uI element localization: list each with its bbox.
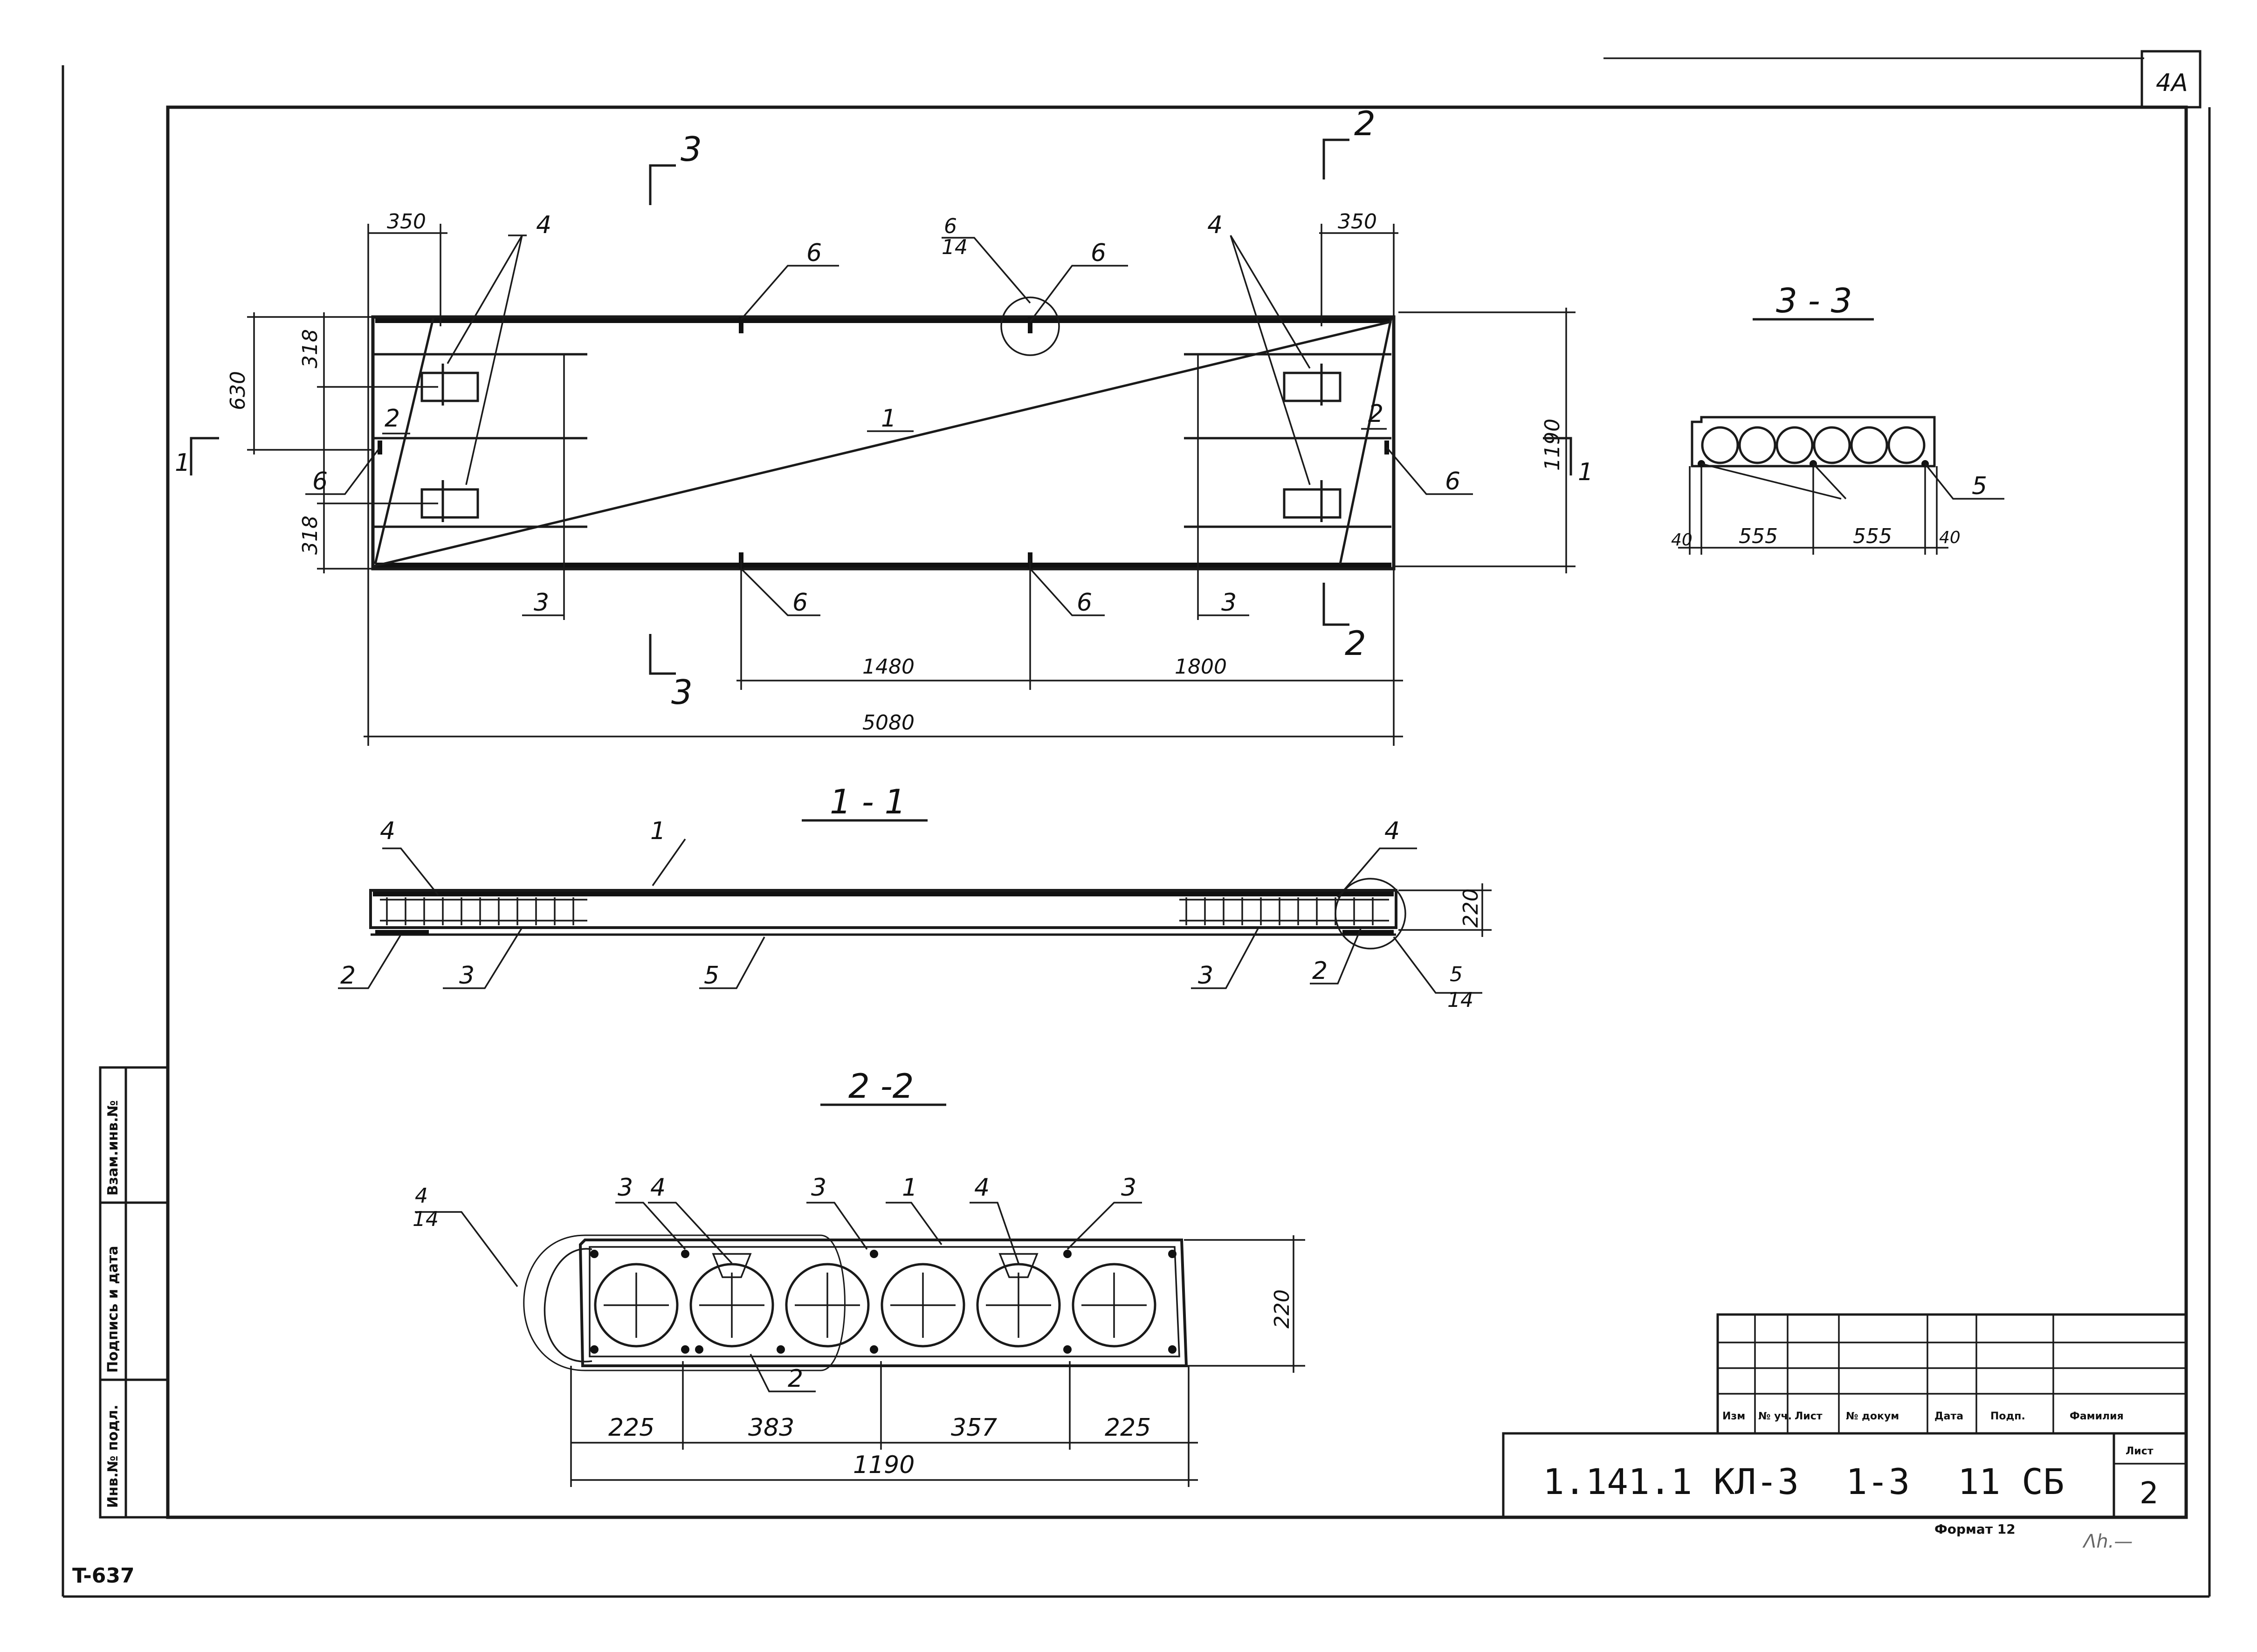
section-1-1-pos-5: 5 (704, 962, 719, 990)
sheet-frame: 4A (62, 50, 2211, 1598)
section-2-2-callout-den: 14 (413, 1207, 439, 1231)
tb-doc-code: 11 СБ (1958, 1461, 2064, 1502)
plan-dim-1480: 1480 (862, 655, 915, 679)
section-3-3-dim-555-right: 555 (1853, 524, 1892, 548)
section-1-1-pos-4-left: 4 (380, 817, 395, 845)
plan-cut-1-left: 1 (175, 449, 190, 477)
plan-pos-3-left: 3 (534, 589, 549, 617)
section-2-2-dim-383: 383 (748, 1414, 794, 1442)
section-3-3-dim-40-right: 40 (1939, 528, 1961, 547)
plan-dim-350-left: 350 (387, 210, 426, 234)
section-1-1: 1 - 1 (338, 782, 1492, 1012)
tb-designation: 1.141.1 КЛ-3 (1543, 1461, 1799, 1502)
section-1-1-pos-3-left: 3 (459, 962, 475, 990)
section-2-2-dim-1190: 1190 (853, 1451, 915, 1479)
section-2-2-pos-2: 2 (788, 1365, 803, 1393)
section-1-1-cage-left (375, 897, 587, 935)
tb-sheet-range: 1-3 (1846, 1461, 1910, 1502)
section-3-3-dim-40-left: 40 (1671, 530, 1693, 550)
plan-pos-6-b: 6 (1091, 239, 1106, 267)
section-2-2-rebar (590, 1250, 1177, 1354)
tb-sheet-number: 2 (2140, 1476, 2159, 1511)
tb-header-data: Дата (1934, 1411, 1963, 1422)
sheet-corner-number: 4A (2156, 69, 2188, 97)
plan-cut-3-bottom: 3 (671, 673, 693, 712)
side-stamp-3: Инв.№ подл. (105, 1404, 121, 1508)
section-1-1-pos-2-left: 2 (340, 962, 356, 990)
section-2-2-pos-1: 1 (902, 1174, 917, 1202)
section-2-2-pos-4-a: 4 (650, 1174, 666, 1202)
section-3-3-title: 3 - 3 (1776, 281, 1852, 320)
plan-pos-6-e: 6 (312, 468, 328, 496)
section-2-2-dim-357: 357 (951, 1414, 997, 1442)
plan-pos-2-right: 2 (1368, 400, 1383, 428)
plan-dim-630: 630 (226, 371, 250, 410)
section-1-1-callout-num: 5 (1450, 963, 1463, 986)
section-2-2-dim-220: 220 (1270, 1289, 1294, 1328)
plan-cut-2-top: 2 (1354, 104, 1376, 143)
plan-pos-2-left: 2 (385, 405, 400, 433)
plan-pos-1: 1 (881, 405, 896, 433)
signature-mark: Ʌh.— (2082, 1531, 2133, 1552)
section-2-2-title: 2 -2 (848, 1067, 914, 1106)
plan-cut-2-bottom: 2 (1345, 624, 1366, 663)
plan-pos-6-c: 6 (792, 589, 808, 617)
section-3-3-cores (1701, 426, 1926, 464)
format-label: Формат 12 (1934, 1521, 2016, 1537)
section-3-3: 3 - 3 5 40 555 555 40 (1671, 281, 2004, 555)
tb-header-izm: Изм (1722, 1411, 1745, 1422)
section-1-1-callout-den: 14 (1447, 988, 1473, 1012)
plan-pos-6-a: 6 (806, 239, 822, 267)
section-2-2: 2 -2 (413, 1067, 1305, 1487)
section-2-2-pos-4-b: 4 (974, 1174, 990, 1202)
section-1-1-pos-4-right: 4 (1384, 817, 1400, 845)
section-2-2-dim-225-left: 225 (608, 1414, 654, 1442)
section-2-2-callout-num: 4 (415, 1184, 428, 1208)
side-stamp-1: Взам.инв.№ (105, 1100, 121, 1196)
section-2-2-pos-3-a: 3 (618, 1174, 633, 1202)
plan-pos-6-d: 6 (1077, 589, 1092, 617)
section-1-1-title: 1 - 1 (830, 782, 906, 821)
section-1-1-cage-right (1179, 897, 1394, 935)
section-1-1-dim-220: 220 (1459, 888, 1483, 928)
tb-header-podp: Подп. (1990, 1411, 2025, 1422)
stamp-code: T-637 (72, 1564, 135, 1588)
section-3-3-pos-5: 5 (1972, 472, 1987, 500)
plan-callout-den: 14 (942, 235, 968, 259)
section-1-1-pos-2-right: 2 (1312, 957, 1328, 985)
section-3-3-dim-555-left: 555 (1739, 524, 1778, 548)
tb-header-familiya: Фамилия (2070, 1411, 2124, 1422)
plan-dim-1800: 1800 (1175, 655, 1227, 679)
plan-dim-318-bottom: 318 (298, 516, 322, 555)
section-2-2-cores (594, 1263, 1156, 1348)
plan-dim-1190: 1190 (1541, 419, 1564, 471)
plan-cut-3-top: 3 (681, 130, 702, 169)
plan-pos-3-right: 3 (1221, 589, 1237, 617)
plan-callout-num: 6 (944, 214, 957, 238)
plan-dim-350-right: 350 (1338, 210, 1377, 234)
tb-header-list: Лист (1795, 1411, 1823, 1422)
tb-header-nuch: № уч. (1758, 1411, 1792, 1422)
tb-sheet-label: Лист (2126, 1446, 2154, 1457)
side-stamp-2: Подпись и дата (105, 1246, 121, 1373)
section-1-1-pos-3-right: 3 (1198, 962, 1213, 990)
plan-pos-4-left: 4 (536, 211, 551, 239)
title-block: Изм № уч. Лист № докум Дата Подп. Фамили… (1502, 1313, 2188, 1552)
plan-pos-4-right: 4 (1207, 211, 1223, 239)
side-stamp: Взам.инв.№ Подпись и дата Инв.№ подл. (99, 1066, 169, 1519)
tb-header-ndokum: № докум (1846, 1411, 1899, 1422)
section-2-2-pos-3-b: 3 (811, 1174, 826, 1202)
plan-view: 350 350 1480 1800 5080 630 318 318 1190 … (175, 104, 1593, 746)
plan-cut-1-right: 1 (1578, 458, 1593, 486)
plan-dim-5080: 5080 (862, 711, 915, 735)
section-2-2-dim-225-right: 225 (1105, 1414, 1151, 1442)
section-2-2-pos-3-c: 3 (1121, 1174, 1136, 1202)
section-1-1-pos-1: 1 (650, 817, 666, 845)
plan-pos-6-f: 6 (1445, 468, 1460, 496)
plan-dim-318-top: 318 (298, 329, 322, 368)
